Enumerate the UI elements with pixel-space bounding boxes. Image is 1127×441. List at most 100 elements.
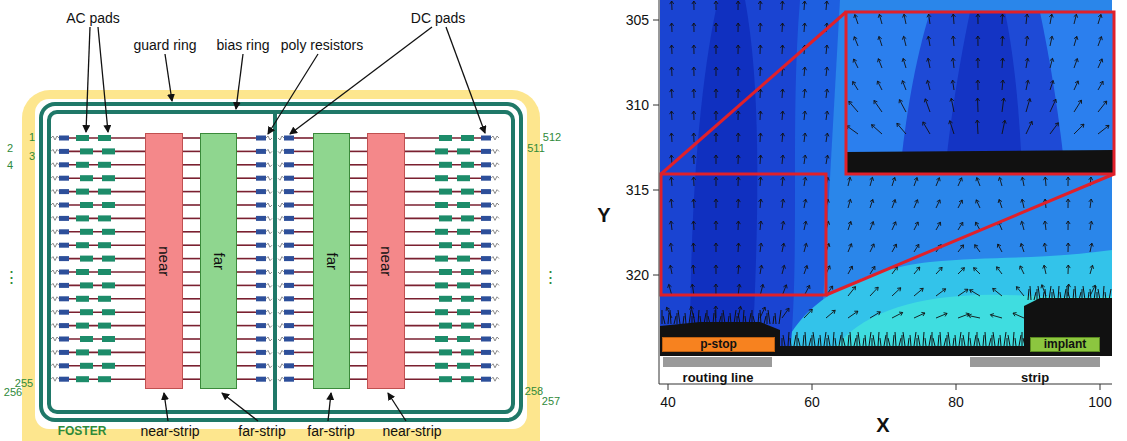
channel-number: 512 (543, 131, 561, 144)
fringe-hair (692, 316, 693, 324)
dc-pad (59, 189, 69, 194)
metal-line (237, 365, 256, 367)
tick (668, 384, 669, 390)
leader-lines (86, 27, 485, 421)
tick-label: 60 (804, 394, 820, 410)
fringe-hair (842, 332, 843, 346)
fringe-hair (865, 335, 866, 346)
ac-pad (439, 296, 452, 302)
tick (653, 105, 659, 106)
field-arrow (870, 199, 874, 208)
ac-pad (76, 269, 89, 275)
metal-line (237, 311, 256, 313)
fringe-hair (1022, 332, 1023, 346)
field-arrow (968, 314, 980, 318)
leader-line (328, 393, 331, 421)
dc-pad (59, 256, 69, 261)
fringe-hair (848, 335, 849, 346)
poly-resistor (51, 283, 59, 287)
poly-resistor (491, 310, 499, 314)
field-arrow (803, 221, 807, 230)
field-arrow (736, 155, 740, 164)
dc-pad (481, 216, 491, 221)
metal-line (350, 137, 367, 139)
fringe-hair (1105, 292, 1106, 300)
leader-line (98, 27, 108, 132)
ac-pad (439, 269, 452, 275)
node-label: far (210, 252, 227, 270)
ac-pad (80, 148, 93, 154)
fringe-hair (835, 338, 836, 346)
far-strip-box: far (313, 133, 350, 389)
poly-resistor (266, 216, 272, 220)
fringe-hair (1064, 289, 1066, 300)
poly-resistor (491, 297, 499, 301)
field-arrow (914, 312, 925, 318)
fringe-hair (857, 335, 858, 346)
field-arrow (1025, 14, 1029, 24)
part-label: routing line (683, 371, 754, 386)
field-arrow (670, 67, 674, 76)
dc-pad (284, 310, 294, 315)
field-arrow (758, 45, 762, 54)
field-arrow (692, 155, 696, 164)
dc-pad (284, 256, 294, 261)
fringe-hair (962, 338, 963, 346)
fringe-hair (902, 335, 903, 346)
field-arrow (892, 288, 901, 296)
fringe-hair (1052, 292, 1053, 300)
fringe-hair (1067, 286, 1068, 300)
fringe-hair (953, 338, 954, 346)
poly-resistor (278, 243, 284, 247)
field-arrow (1089, 221, 1093, 230)
routing-line-bar (663, 357, 772, 367)
fringe-hair (833, 332, 834, 346)
poly-resistor (51, 350, 59, 354)
poly-resistor (51, 377, 59, 381)
metal-line (183, 164, 200, 166)
dc-pad (284, 176, 294, 181)
poly-resistor (266, 149, 272, 153)
fringe-hair (775, 313, 776, 324)
fringe-hair (887, 332, 888, 346)
dc-pad (59, 350, 69, 355)
fringe-hair (850, 332, 851, 346)
field-arrow (670, 133, 674, 142)
field-arrow (976, 36, 980, 46)
metal-line (237, 271, 256, 273)
poly-resistor (51, 243, 59, 247)
field-arrow (1049, 14, 1053, 24)
field-arrow (1050, 58, 1054, 68)
field-arrow (736, 45, 740, 54)
tick-label: 305 (626, 12, 649, 28)
inset-arrows (847, 14, 1109, 134)
ac-pad (76, 376, 89, 382)
field-arrow (1043, 265, 1047, 274)
leader-line (165, 54, 172, 101)
field-arrow (714, 1, 718, 10)
ac-pad (457, 148, 470, 154)
leader-line (388, 393, 406, 421)
field-arrow (692, 23, 696, 32)
poly-resistor (51, 176, 59, 180)
field-arrow (892, 312, 903, 318)
metal-line (294, 164, 313, 166)
field-arrow (1050, 99, 1056, 112)
ac-pad (435, 309, 448, 315)
field-arrow (892, 177, 896, 186)
fringe-hair (805, 332, 806, 346)
field-arrow (1074, 14, 1078, 24)
dc-pad (256, 216, 266, 221)
metal-line (350, 191, 367, 193)
metal-line (350, 151, 367, 153)
ac-pad (461, 349, 474, 355)
fringe-hair (872, 338, 873, 346)
dc-pad (481, 350, 491, 355)
ac-pad (439, 242, 452, 248)
ac-pad (457, 229, 470, 235)
fringe-hair (767, 313, 768, 324)
dc-pad (59, 176, 69, 181)
fringe-hair (929, 335, 931, 346)
fringe-hair (730, 313, 731, 324)
field-arrow (848, 266, 853, 274)
